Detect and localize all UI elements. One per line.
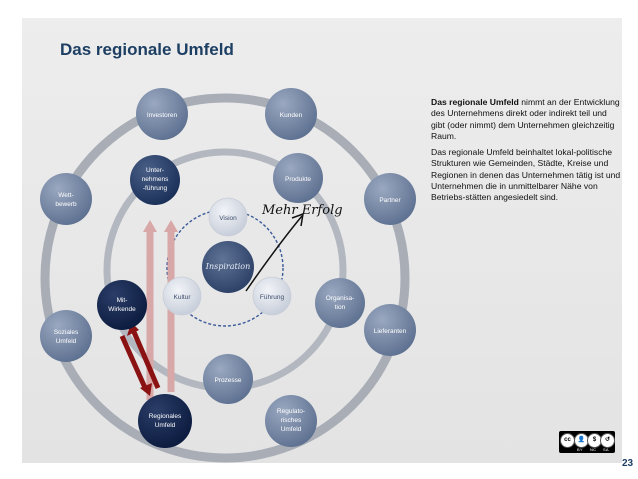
inner-node-vision[interactable]: Vision	[208, 197, 248, 237]
description-para-2: Das regionale Umfeld beinhaltet lokal-po…	[431, 147, 621, 203]
red-arrow-down	[119, 334, 149, 392]
svg-text:Investoren: Investoren	[147, 112, 178, 119]
outer-node-investoren[interactable]: Investoren	[136, 88, 188, 140]
description-bold: Das regionale Umfeld	[431, 97, 519, 107]
svg-text:Mit-Wirkende: Mit- Wirkende	[108, 297, 136, 313]
node-label: Kultur	[174, 294, 192, 301]
node-label: Partner	[379, 197, 401, 204]
outer-node-partner[interactable]: Partner	[364, 173, 416, 225]
cc-logo-icon: cc	[560, 433, 575, 448]
svg-text:Produkte: Produkte	[285, 176, 311, 183]
node-label: Vision	[219, 215, 237, 222]
node-label: Prozesse	[214, 377, 241, 384]
node-label: Umfeld	[281, 426, 302, 433]
red-arrow-up	[131, 331, 161, 389]
page-number: 23	[622, 458, 634, 469]
node-label: Umfeld	[56, 338, 77, 345]
sa-label: SA	[603, 447, 609, 452]
success-arrow	[245, 215, 303, 292]
middle-node-unternehmensfuehrung[interactable]: Unter-nehmens -führung	[130, 155, 180, 205]
outer-node-kunden[interactable]: Kunden	[265, 88, 317, 140]
node-label: Umfeld	[155, 422, 176, 429]
outer-node-lieferanten[interactable]: Lieferanten	[364, 304, 416, 356]
pink-arrow-left-head	[143, 220, 157, 232]
node-label: risches	[281, 417, 302, 424]
center-node-inspiration[interactable]: Inspiration	[202, 241, 254, 293]
outer-node-wettbewerb[interactable]: Wett-bewerb	[40, 173, 92, 225]
node-label: Führung	[260, 294, 285, 301]
pink-arrow-right-head	[164, 220, 178, 232]
svg-text:Vision: Vision	[219, 215, 237, 222]
node-label: Wirkende	[108, 306, 136, 313]
node-label: Unter-	[146, 167, 164, 174]
node-label: Regionales	[149, 413, 182, 420]
middle-node-produkte[interactable]: Produkte	[273, 153, 323, 203]
nc-label: NC	[590, 447, 597, 452]
red-arrow-down-head	[140, 383, 152, 396]
sa-sharealike-icon: ↺	[600, 433, 615, 448]
svg-text:Führung: Führung	[260, 294, 285, 301]
node-label: Wett-	[58, 192, 73, 199]
node-label: Produkte	[285, 176, 311, 183]
node-label: Regulato-	[277, 408, 305, 415]
node-label: Kunden	[280, 112, 303, 119]
slide-panel	[22, 18, 622, 463]
svg-text:Lieferanten: Lieferanten	[374, 328, 407, 335]
node-label: bewerb	[55, 201, 77, 208]
node-label: Mit-	[117, 297, 128, 304]
node-label: tion	[335, 304, 346, 311]
outer-ring	[40, 93, 410, 463]
svg-text:Kunden: Kunden	[280, 112, 303, 119]
node-label: Investoren	[147, 112, 178, 119]
success-arrow-head	[291, 212, 304, 227]
inner-node-kultur[interactable]: Kultur	[162, 276, 202, 316]
svg-text:Wett-bewerb: Wett-bewerb	[55, 192, 77, 208]
description-para-1: Das regionale Umfeld nimmt an der Entwic…	[431, 97, 621, 142]
inner-node-fuehrung[interactable]: Führung	[252, 276, 292, 316]
node-label: nehmens	[142, 176, 169, 183]
middle-node-prozesse[interactable]: Prozesse	[203, 354, 253, 404]
svg-text:Partner: Partner	[379, 197, 401, 204]
slide-title: Das regionale Umfeld	[60, 40, 234, 59]
center-label: Inspiration	[205, 262, 250, 271]
by-label: BY	[577, 447, 583, 452]
node-label: Organisa-	[326, 295, 355, 302]
middle-node-mitwirkende[interactable]: Mit- Wirkende	[97, 280, 147, 330]
cc-license-badge[interactable]: cc 👤 $ ↺ BY NC SA	[559, 431, 615, 453]
svg-text:Unter-nehmens-führung: Unter-nehmens -führung	[142, 167, 169, 192]
node-label: Lieferanten	[374, 328, 407, 335]
node-label: Soziales	[54, 329, 79, 336]
svg-text:Kultur: Kultur	[174, 294, 192, 301]
node-label: -führung	[143, 185, 168, 192]
handwriting-mehr-erfolg: Mehr Erfolg	[261, 203, 343, 218]
description-rest: nimmt an der Entwicklung des Unternehmen…	[431, 97, 620, 141]
middle-node-organisation[interactable]: Organisa-tion	[315, 278, 365, 328]
svg-text:Organisa-tion: Organisa-tion	[326, 295, 355, 311]
svg-text:Prozesse: Prozesse	[214, 377, 241, 384]
description-text: Das regionale Umfeld nimmt an der Entwic…	[431, 97, 621, 209]
